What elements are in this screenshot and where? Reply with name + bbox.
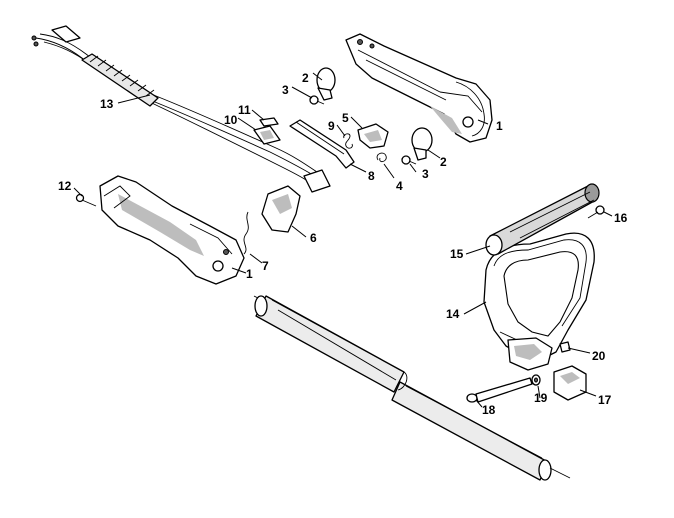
control-handle-housing-icon [99,175,245,285]
callout-3-right: 3 [422,167,429,181]
screw-icon [75,193,97,207]
screw-icon [587,205,605,219]
clamp-block-icon [559,341,571,353]
spring-icon [376,152,387,163]
callout-1-upper: 1 [496,119,503,133]
trigger-icon [357,123,389,149]
callout-1-lower: 1 [246,267,253,281]
control-handle-housing-icon [345,33,493,143]
callout-2-right: 2 [440,155,447,169]
callout-12: 12 [58,179,72,193]
throttle-rod-icon [289,119,355,169]
clamp-icon [316,67,336,101]
spring-icon [243,211,249,255]
callout-labels: 1 1 2 2 3 3 4 5 6 7 8 9 10 11 12 13 14 1… [58,71,628,417]
cable-harness-icon [31,25,331,193]
leader-lines [73,72,613,408]
callout-5: 5 [342,111,349,125]
callout-10: 10 [224,113,238,127]
callout-9: 9 [328,119,335,133]
trigger-icon [259,117,279,127]
callout-2-left: 2 [302,71,309,85]
callout-3-left: 3 [282,83,289,97]
trigger-icon [261,185,301,233]
callout-16: 16 [614,211,628,225]
drive-tube-icon [253,295,571,481]
callout-19: 19 [534,391,548,405]
callout-13: 13 [100,97,114,111]
callout-8: 8 [368,169,375,183]
callout-4: 4 [396,179,403,193]
grip-sleeve-icon [485,183,600,256]
callout-7: 7 [262,259,269,273]
screw-icon [401,155,417,165]
callout-15: 15 [450,247,464,261]
callout-11: 11 [238,103,251,117]
callout-18: 18 [482,403,496,417]
callout-6: 6 [310,231,317,245]
callout-14: 14 [446,307,460,321]
spring-icon [343,133,353,149]
clamp-block-icon [553,365,587,401]
bolt-icon [466,377,533,403]
clamp-icon [411,127,433,161]
trigger-icon [253,125,281,145]
washer-icon [531,374,541,386]
loop-handle-icon [483,232,595,371]
callout-20: 20 [592,349,606,363]
callout-17: 17 [598,393,612,407]
